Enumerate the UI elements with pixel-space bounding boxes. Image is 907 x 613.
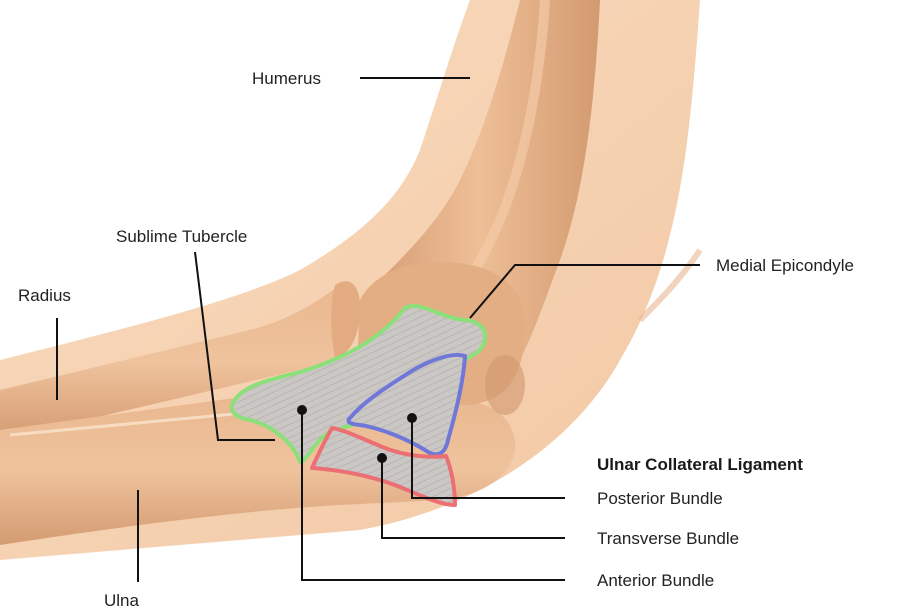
medial-epicondyle-label: Medial Epicondyle bbox=[716, 257, 854, 274]
transverse-bundle-dot bbox=[377, 453, 387, 463]
radius-label: Radius bbox=[18, 287, 71, 304]
anterior-bundle-dot bbox=[297, 405, 307, 415]
sublime-tubercle-label: Sublime Tubercle bbox=[116, 228, 247, 245]
humerus-label: Humerus bbox=[252, 70, 321, 87]
ulna-label: Ulna bbox=[104, 592, 139, 609]
condyle-shadow bbox=[485, 355, 525, 415]
ucl-heading: Ulnar Collateral Ligament bbox=[597, 456, 803, 473]
posterior-bundle-label: Posterior Bundle bbox=[597, 490, 723, 507]
posterior-bundle-dot bbox=[407, 413, 417, 423]
anterior-bundle-label: Anterior Bundle bbox=[597, 572, 714, 589]
transverse-bundle-label: Transverse Bundle bbox=[597, 530, 739, 547]
